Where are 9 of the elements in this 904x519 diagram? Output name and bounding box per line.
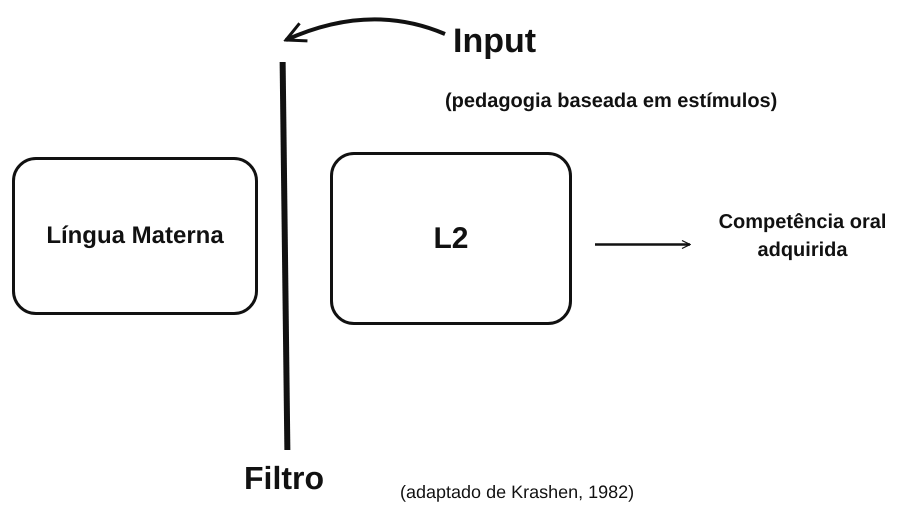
- outcome-text: Competência oral adquirida: [705, 198, 900, 274]
- input-label: Input: [453, 22, 536, 61]
- rounded-box: Língua Materna: [12, 157, 258, 315]
- arrow: [595, 240, 691, 250]
- filter-label: Filtro: [243, 460, 325, 497]
- arrow: [284, 17, 446, 43]
- input-subtitle: (pedagogia baseada em estímulos): [445, 90, 778, 113]
- source-caption: (adaptado de Krashen, 1982): [400, 482, 634, 503]
- rounded-box: L2: [330, 152, 572, 325]
